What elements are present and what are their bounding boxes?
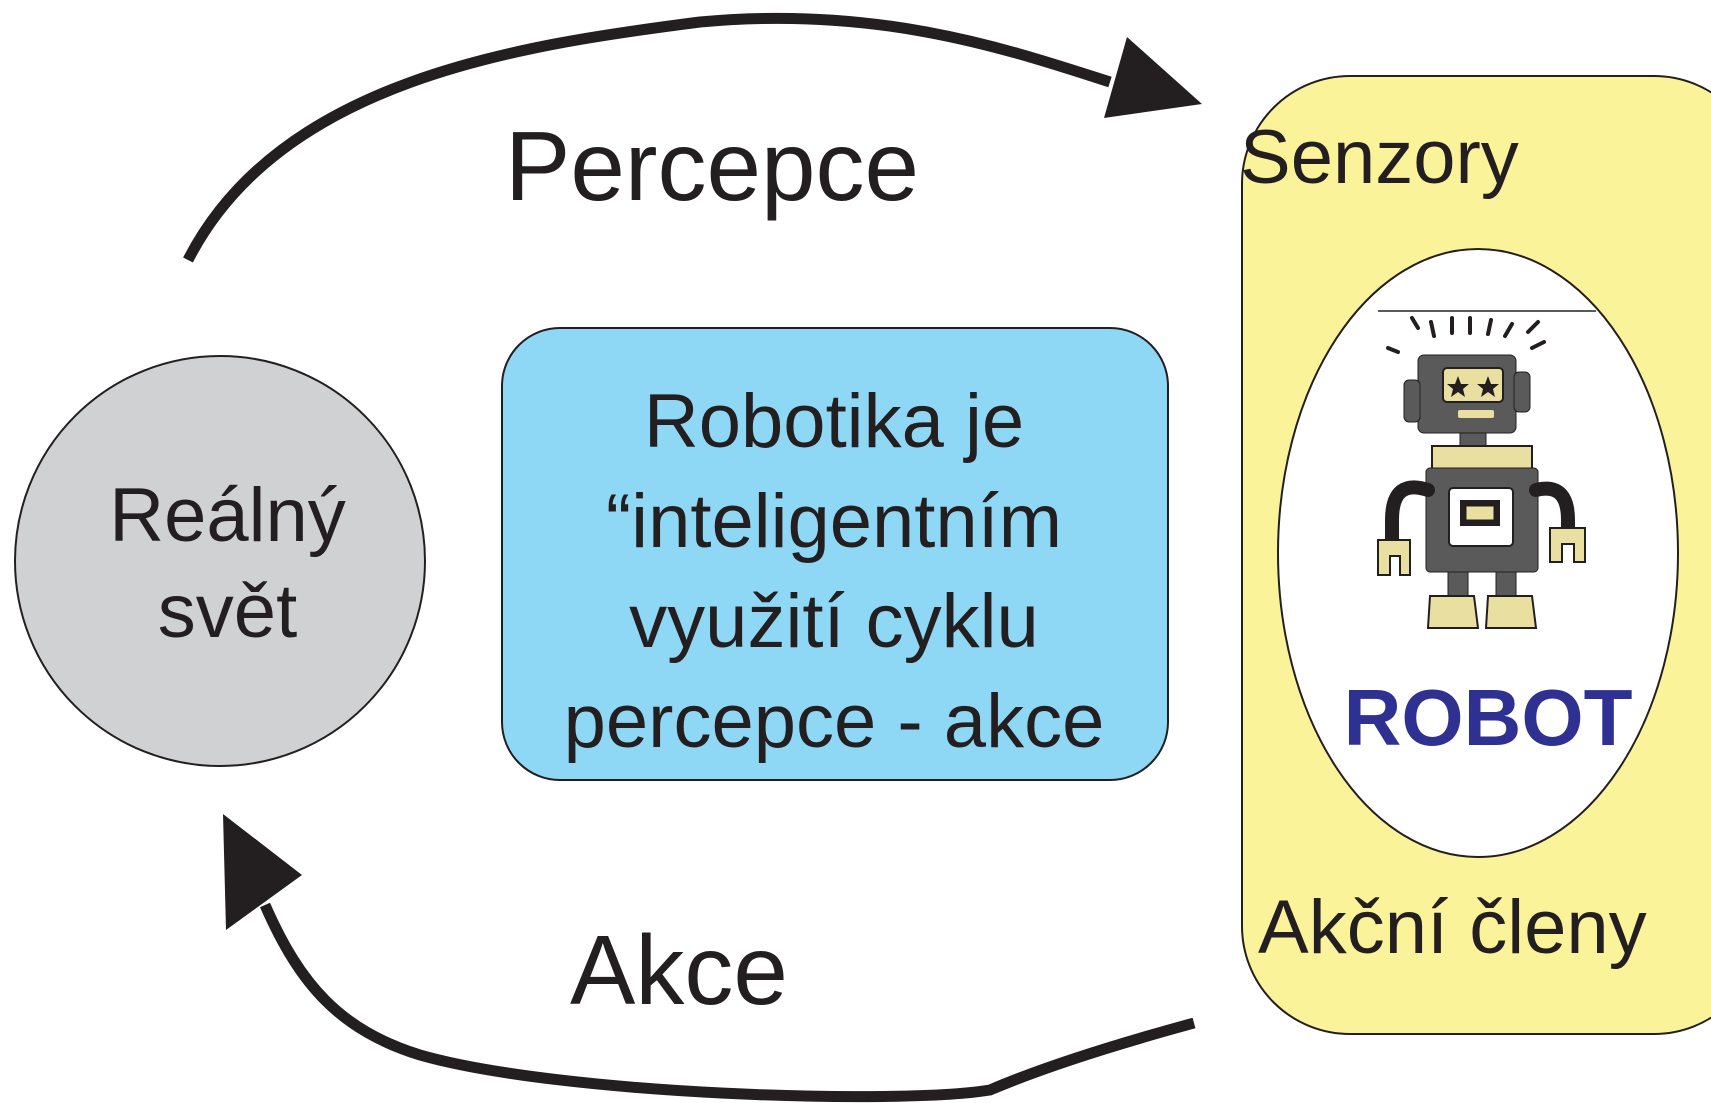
central-text-line-2: “inteligentním: [605, 479, 1063, 564]
perception-arrowhead: [1104, 37, 1202, 118]
central-text: Robotika je “inteligentním využití cyklu…: [503, 372, 1165, 772]
action-arrow: [259, 902, 1196, 1103]
central-text-line-3: využití cyklu: [629, 579, 1039, 664]
robot-illustration-icon: [1377, 310, 1596, 629]
sensors-label: Senzory: [1240, 115, 1519, 200]
central-text-line-4: percepce - akce: [563, 679, 1105, 764]
robot-label: ROBOT: [1343, 673, 1633, 762]
real-world-circle: [14, 355, 426, 767]
real-world-label: Reálný svět: [0, 468, 455, 660]
central-text-line-1: Robotika je: [643, 379, 1025, 464]
action-label: Akce: [570, 915, 788, 1025]
action-arrowhead: [223, 814, 302, 930]
actuators-label: Akční členy: [1258, 885, 1647, 970]
real-world-line-1: Reálný: [109, 473, 346, 558]
central-box: [501, 327, 1169, 781]
perception-label: Percepce: [505, 111, 920, 221]
real-world-line-2: svět: [157, 569, 298, 654]
perception-arrow: [183, 12, 1112, 263]
